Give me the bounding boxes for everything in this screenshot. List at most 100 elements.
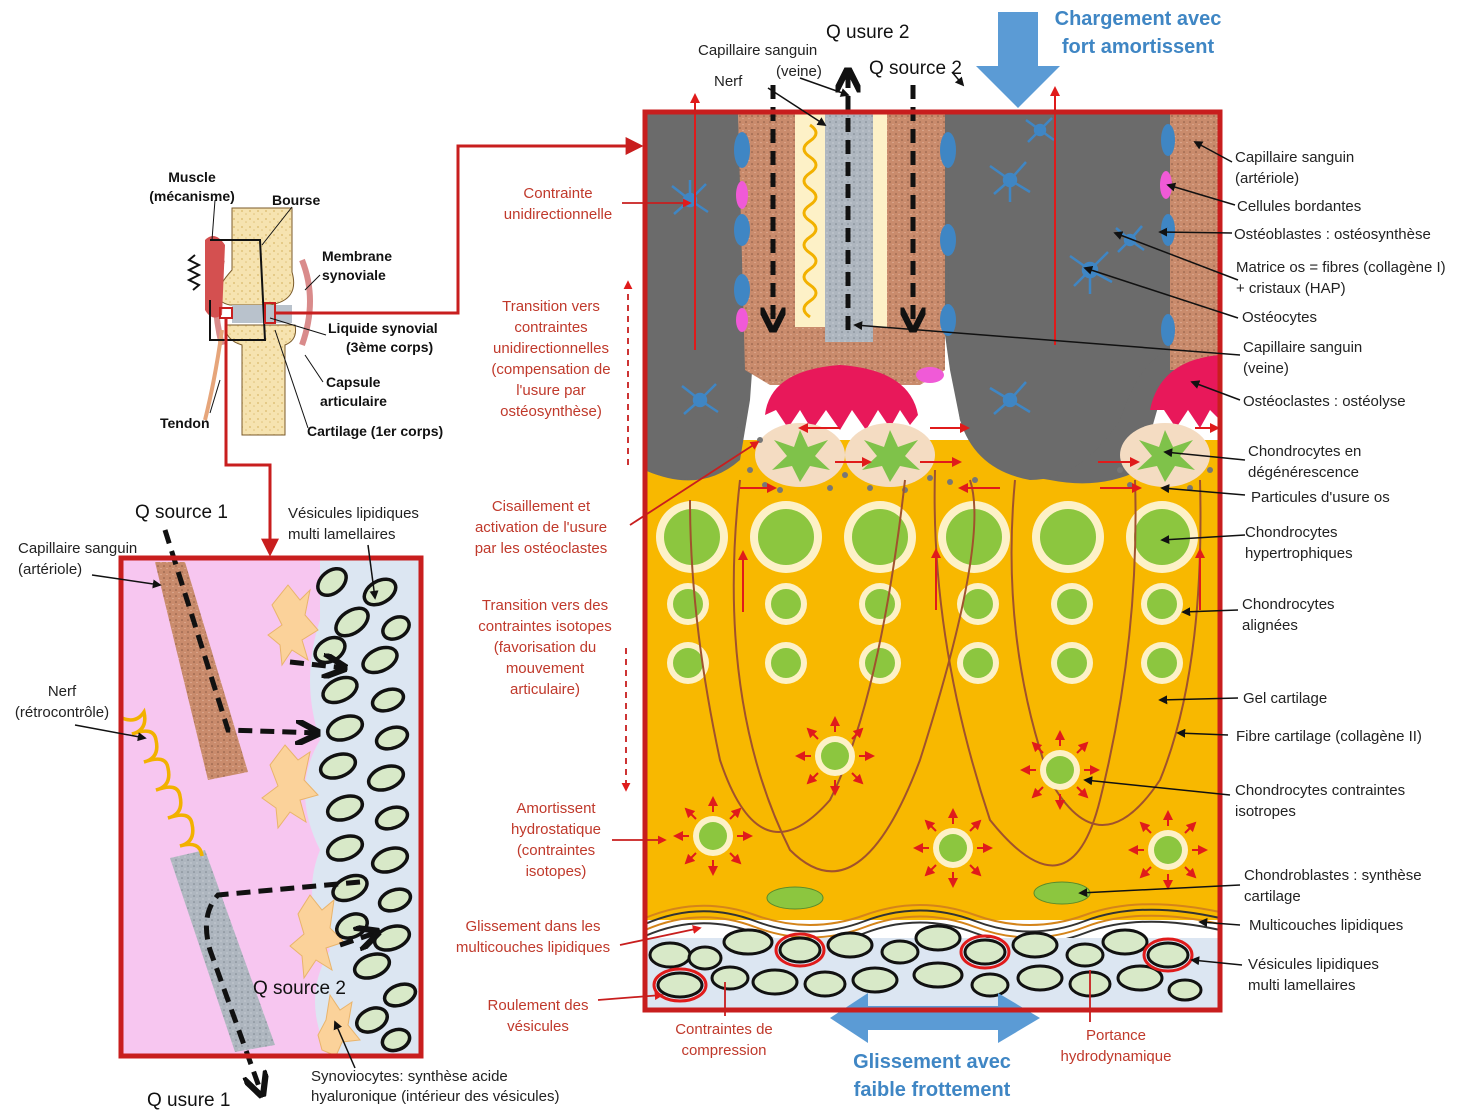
knee-capsule-line1: Capsule [326,374,381,390]
inset-nerf-line1: Nerf [48,683,77,700]
knee-muscle-line2: (mécanisme) [149,188,235,204]
label-chondro-hyper: Chondrocytes hypertrophiques [1245,524,1353,562]
label-osteocytes: Ostéocytes [1242,309,1317,326]
label-line: multi lamellaires [1248,977,1356,994]
label-line: Portance [1086,1027,1146,1044]
label-line: isotopes) [526,863,587,880]
label-line: vésicules [507,1018,569,1035]
label-line: Matrice os = fibres (collagène I) [1236,259,1446,276]
label-line: Transition vers [502,298,600,315]
cap-vein-top-line2: (veine) [776,63,822,80]
label-matrice: Matrice os = fibres (collagène I) + crist… [1236,259,1446,297]
label-gel: Gel cartilage [1243,690,1327,707]
q-source-1-label: Q source 1 [135,502,228,523]
label-line: Cellules bordantes [1237,198,1361,215]
sliding-title-line1: Glissement avec [853,1051,1011,1073]
q-source-2-top-label: Q source 2 [869,58,962,79]
q-source-2-inset-label: Q source 2 [253,978,346,999]
tendon [205,330,222,420]
label-line: Chondrocytes [1245,524,1338,541]
label-roulement: Roulement des vésicules [488,997,589,1035]
label-line: Chondrocytes [1242,596,1335,613]
nerf-top-label: Nerf [714,73,743,90]
label-line: hydrodynamique [1061,1048,1172,1065]
muscle-spring [189,255,199,290]
label-fibre: Fibre cartilage (collagène II) [1236,728,1422,745]
label-line: Contrainte [523,185,592,202]
inset-cap-line2: (artériole) [18,561,82,578]
label-line: Ostéoclastes : ostéolyse [1243,393,1406,410]
label-osteoblastes: Ostéoblastes : ostéosynthèse [1234,226,1431,243]
inset-nerf-line2: (rétrocontrôle) [15,704,109,721]
cap-vein-top-line1: Capillaire sanguin [698,42,817,59]
load-title-line1: Chargement avec [1055,8,1222,30]
label-line: Capillaire sanguin [1235,149,1354,166]
knee-bourse: Bourse [272,192,320,208]
label-line: activation de l'usure [475,519,607,536]
label-line: Roulement des [488,997,589,1014]
cartilage-gel-zone [645,440,1220,920]
load-arrow [976,12,1060,108]
sliding-title-line2: faible frottement [854,1079,1011,1101]
label-line: Ostéocytes [1242,309,1317,326]
inset-vesicles-line1: Vésicules lipidiques [288,505,419,522]
label-transition-iso: Transition vers descontraintes isotopes(… [478,597,611,698]
main-panel [645,12,1220,1043]
knee-capsule-line2: articulaire [320,393,387,409]
label-portance: Portance hydrodynamique [1061,1027,1172,1065]
label-contrainte-uni: Contrainte unidirectionnelle [504,185,612,223]
label-line: (veine) [1243,360,1289,377]
label-line: Multicouches lipidiques [1249,917,1403,934]
tibia [225,325,296,435]
label-line: Vésicules lipidiques [1248,956,1379,973]
label-line: Capillaire sanguin [1243,339,1362,356]
label-line: compression [681,1042,766,1059]
knee-liquide-line1: Liquide synovial [328,320,438,336]
label-cap-arteriole: Capillaire sanguin (artériole) [1235,149,1354,187]
label-line: + cristaux (HAP) [1236,280,1346,297]
label-line: Chondrocytes en [1248,443,1361,460]
label-line: contraintes [514,319,587,336]
label-line: hypertrophiques [1245,545,1353,562]
label-line: Gel cartilage [1243,690,1327,707]
canal-lining-right [873,112,887,327]
inset-synovio-line2: hyaluronique (intérieur des vésicules) [311,1088,559,1105]
label-line: Chondrocytes contraintes [1235,782,1405,799]
label-line: multicouches lipidiques [456,939,610,956]
label-line: Glissement dans les [465,918,600,935]
q-usure-1-label: Q usure 1 [147,1090,230,1110]
knee-illustration [189,200,326,435]
knee-cartilage: Cartilage (1er corps) [307,423,443,439]
q-usure-2-label: Q usure 2 [826,22,909,43]
knee-membrane-line2: synoviale [322,267,386,283]
label-compression: Contraintes de compression [675,1021,773,1059]
label-line: (compensation de [491,361,610,378]
label-line: Cisaillement et [492,498,591,515]
knee-tendon: Tendon [160,415,210,431]
label-line: Contraintes de [675,1021,773,1038]
label-particules: Particules d'usure os [1251,489,1390,506]
label-line: dégénérescence [1248,464,1359,481]
label-chondro-degen: Chondrocytes en dégénérescence [1248,443,1361,481]
label-line: (artériole) [1235,170,1299,187]
inset-synovio-line1: Synoviocytes: synthèse acide [311,1068,508,1085]
label-line: l'usure par [516,382,586,399]
label-chondro-iso: Chondrocytes contraintesisotropes [1235,782,1405,820]
label-line: (contraintes [517,842,595,859]
label-line: hydrostatique [511,821,601,838]
label-glissement-multi: Glissement dans les multicouches lipidiqu… [456,918,610,956]
label-line: ostéosynthèse) [500,403,602,420]
label-line: (favorisation du [494,639,597,656]
knee-muscle-line1: Muscle [168,169,216,185]
label-multicouches: Multicouches lipidiques [1249,917,1403,934]
label-line: unidirectionnelle [504,206,612,223]
label-line: Amortissent [516,800,596,817]
label-line: Ostéoblastes : ostéosynthèse [1234,226,1431,243]
label-line: Particules d'usure os [1251,489,1390,506]
label-line: Chondroblastes : synthèse [1244,867,1422,884]
